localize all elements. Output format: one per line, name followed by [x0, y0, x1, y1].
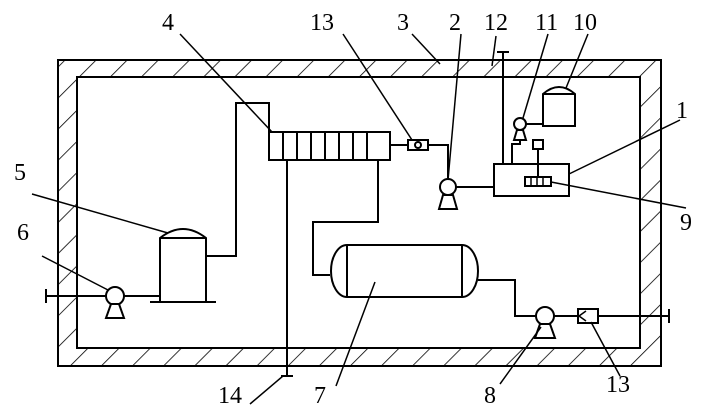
- pipe-7-to-8: [478, 279, 537, 317]
- valve-13-bottom: [577, 308, 599, 324]
- label-12: 12: [484, 10, 508, 36]
- element-9: [524, 176, 552, 187]
- filter-press-4: [268, 131, 391, 161]
- tank-5: [150, 228, 216, 303]
- outlet-pipe-right: [598, 309, 670, 323]
- pipe-13-to-2: [428, 144, 449, 178]
- label-1: 1: [676, 98, 688, 124]
- reference-numerals: 4 13 3 2 12 11 10 1 9 5 6 14 7 8 13: [14, 10, 692, 409]
- inlet-pipe: [45, 289, 106, 303]
- tank-7: [330, 244, 479, 298]
- pump-6: [104, 286, 126, 319]
- leader-lines: [31, 33, 687, 405]
- pipe-5-to-4: [206, 102, 270, 257]
- vent-pipe-12: [497, 51, 509, 164]
- pipe-4-to-7: [312, 160, 379, 276]
- label-13-top: 13: [310, 10, 334, 36]
- pump-2: [437, 178, 459, 210]
- label-10: 10: [573, 10, 597, 36]
- label-5: 5: [14, 160, 26, 186]
- label-7: 7: [314, 383, 326, 409]
- pump-8: [533, 306, 557, 339]
- outlet-pipe-14: [281, 160, 293, 377]
- label-6: 6: [17, 220, 29, 246]
- tank-10: [542, 86, 576, 127]
- pump-11: [512, 117, 528, 141]
- valve-13-top: [407, 139, 429, 151]
- label-2: 2: [449, 10, 461, 36]
- label-11: 11: [535, 10, 558, 36]
- label-14: 14: [218, 383, 242, 409]
- label-8: 8: [484, 383, 496, 409]
- label-4: 4: [162, 10, 174, 36]
- label-9: 9: [680, 210, 692, 236]
- label-3: 3: [397, 10, 409, 36]
- label-13-bottom: 13: [606, 372, 630, 398]
- unit-1: [493, 139, 570, 197]
